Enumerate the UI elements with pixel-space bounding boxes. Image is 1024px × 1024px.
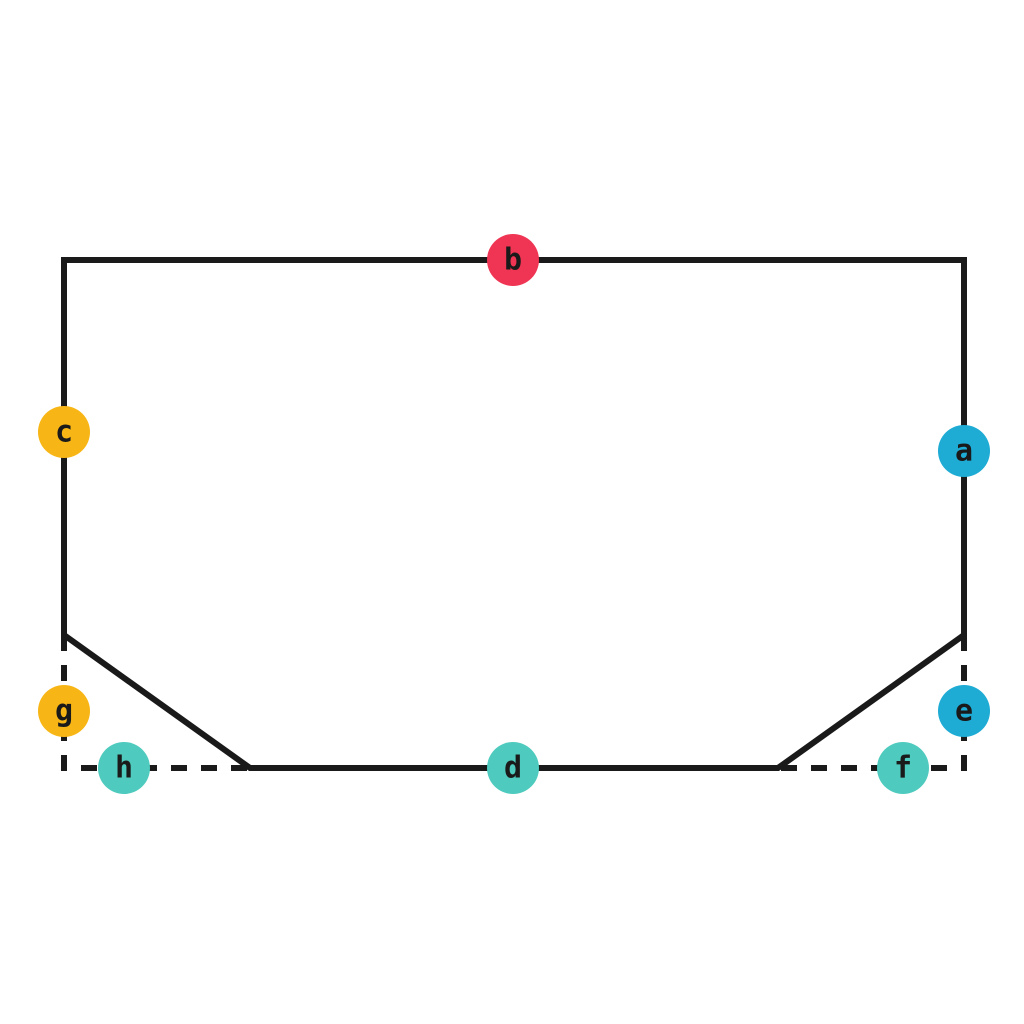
marker-f-circle <box>877 742 929 794</box>
marker-d: d <box>487 742 539 794</box>
marker-d-label: d <box>504 751 522 786</box>
marker-f: f <box>877 742 929 794</box>
marker-h: h <box>98 742 150 794</box>
marker-e-circle <box>938 685 990 737</box>
dashed-corner-left <box>61 635 250 771</box>
marker-e-label: e <box>955 694 973 729</box>
marker-g: g <box>38 685 90 737</box>
marker-a-circle <box>938 425 990 477</box>
marker-h-circle <box>98 742 150 794</box>
marker-c-circle <box>38 406 90 458</box>
marker-h-label: h <box>115 751 133 786</box>
marker-g-label: g <box>55 694 73 729</box>
marker-b-label: b <box>504 243 522 278</box>
shape-outline <box>61 257 967 771</box>
marker-g-circle <box>38 685 90 737</box>
marker-a-label: a <box>955 434 973 469</box>
marker-c: c <box>38 406 90 458</box>
dashed-corner-right <box>778 635 967 771</box>
marker-d-circle <box>487 742 539 794</box>
marker-f-label: f <box>894 751 912 786</box>
marker-b-circle <box>487 234 539 286</box>
marker-a: a <box>938 425 990 477</box>
marker-c-label: c <box>55 415 73 450</box>
marker-e: e <box>938 685 990 737</box>
marker-b: b <box>487 234 539 286</box>
